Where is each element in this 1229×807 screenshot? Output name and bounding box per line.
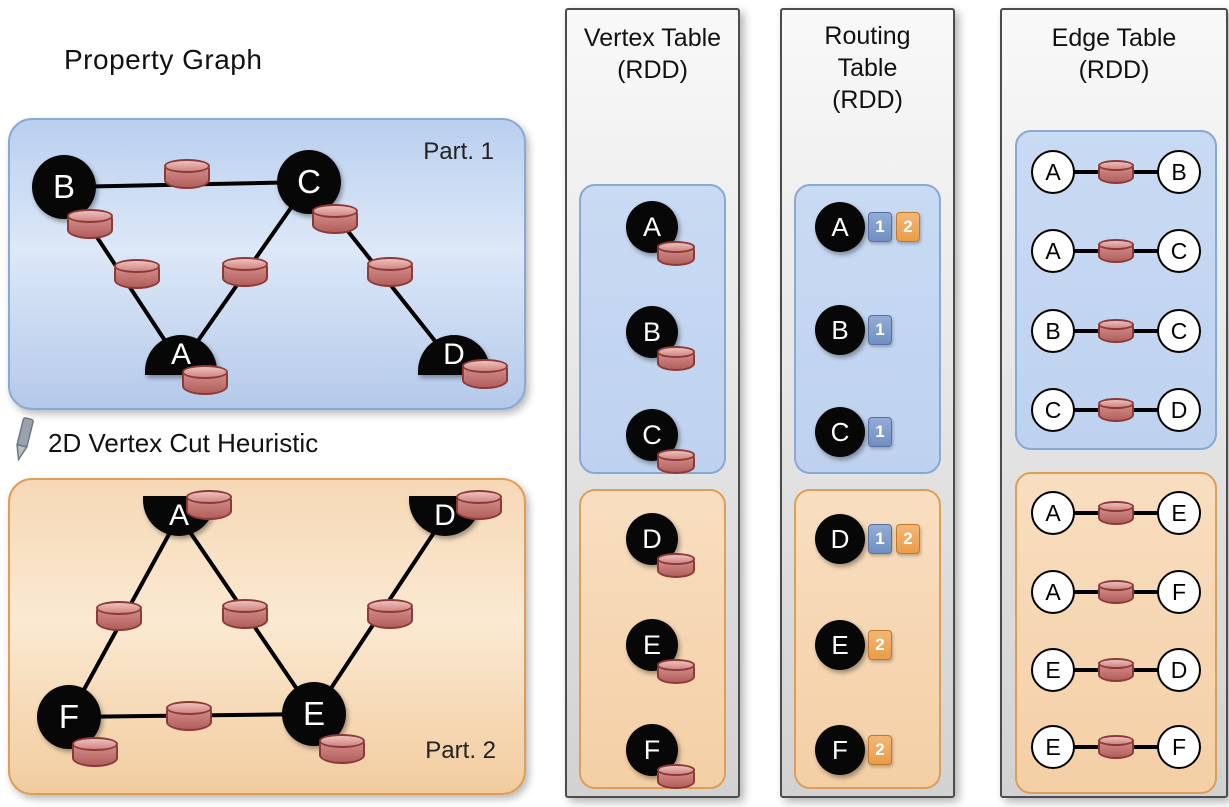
edge-row-B-C: B C	[1031, 307, 1201, 355]
edge-src-vertex: A	[1031, 229, 1075, 273]
edge-dst-vertex: C	[1157, 229, 1201, 273]
edge-property-cylinder-icon	[1098, 658, 1134, 683]
edge-row-A-C: A C	[1031, 227, 1201, 275]
routing-table-column: Routing Table (RDD) A 1 2 B 1 C 1 D 1 2 …	[780, 8, 955, 798]
edge-property-cylinder-icon	[1098, 398, 1134, 423]
vertex-property-cylinder-icon	[657, 346, 695, 371]
edge-dst-vertex: D	[1157, 388, 1201, 432]
routing-entry-A: A	[815, 202, 865, 252]
edge-property-cylinder-icon	[367, 257, 413, 287]
pencil-icon	[4, 414, 42, 470]
routing-badge-part1: 1	[868, 212, 892, 242]
edge-property-cylinder-icon	[1098, 239, 1134, 264]
edge-property-cylinder-icon	[1098, 501, 1134, 526]
title-line: Vertex Table	[583, 24, 722, 52]
vertex-property-cylinder-icon	[67, 209, 113, 239]
partition-2-box: Part. 2 A D F E	[8, 478, 526, 795]
edge-src-vertex: A	[1031, 570, 1075, 614]
partition-1-label: Part. 1	[423, 138, 494, 165]
vertex-table-entry-B: B	[626, 306, 678, 358]
edge-src-vertex: A	[1031, 150, 1075, 194]
edge-property-cylinder-icon	[164, 159, 210, 189]
title-line: Edge Table	[1051, 24, 1177, 52]
edge-src-vertex: E	[1031, 648, 1075, 692]
vertex-table-column: Vertex Table (RDD) A B C D E F	[565, 8, 740, 798]
vertex-table-entry-D: D	[626, 513, 678, 565]
vertex-table-title: Vertex Table (RDD)	[567, 22, 738, 86]
title-line: Routing	[824, 22, 911, 50]
title-line: (RDD)	[832, 86, 903, 114]
edge-dst-vertex: E	[1157, 491, 1201, 535]
vertex-property-cylinder-icon	[319, 734, 365, 764]
edge-src-vertex: E	[1031, 725, 1075, 769]
edge-src-vertex: C	[1031, 388, 1075, 432]
title-line: Table	[837, 54, 898, 82]
routing-badge-part1: 1	[868, 417, 892, 447]
graph-vertex-B: B	[32, 155, 96, 219]
routing-entry-E: E	[815, 620, 865, 670]
edge-property-cylinder-icon	[1098, 735, 1134, 760]
routing-badge-part1: 1	[868, 315, 892, 345]
edge-property-cylinder-icon	[166, 701, 212, 731]
edge-src-vertex: B	[1031, 309, 1075, 353]
edge-property-cylinder-icon	[1098, 160, 1134, 185]
routing-entry-D: D	[815, 514, 865, 564]
routing-entry-F: F	[815, 725, 865, 775]
title-line: (RDD)	[617, 56, 688, 84]
vertex-property-cylinder-icon	[657, 553, 695, 578]
edge-dst-vertex: D	[1157, 648, 1201, 692]
edge-row-A-F: A F	[1031, 568, 1201, 616]
routing-badge-part1: 1	[868, 524, 892, 554]
routing-badge-part2: 2	[868, 630, 892, 660]
heuristic-label: 2D Vertex Cut Heuristic	[48, 428, 319, 458]
vertex-property-cylinder-icon	[657, 659, 695, 684]
edge-property-cylinder-icon	[96, 601, 142, 631]
edge-property-cylinder-icon	[1098, 580, 1134, 605]
edge-row-A-B: A B	[1031, 148, 1201, 196]
edge-dst-vertex: C	[1157, 309, 1201, 353]
edge-property-cylinder-icon	[114, 259, 160, 289]
title-line: (RDD)	[1078, 56, 1150, 84]
edge-table-title: Edge Table (RDD)	[1002, 22, 1226, 86]
routing-entry-B: B	[815, 305, 865, 355]
edge-row-A-E: A E	[1031, 489, 1201, 537]
routing-entry-C: C	[815, 407, 865, 457]
vertex-property-cylinder-icon	[312, 204, 358, 234]
edge-row-C-D: C D	[1031, 386, 1201, 434]
edge-property-cylinder-icon	[222, 257, 268, 287]
routing-badge-part2: 2	[896, 524, 920, 554]
vertex-property-cylinder-icon	[657, 449, 695, 474]
edge-row-E-D: E D	[1031, 646, 1201, 694]
edge-property-cylinder-icon	[1098, 319, 1134, 344]
edge-dst-vertex: B	[1157, 150, 1201, 194]
edge-property-cylinder-icon	[222, 599, 268, 629]
vertex-property-cylinder-icon	[186, 490, 232, 520]
vertex-property-cylinder-icon	[182, 365, 228, 395]
edge-dst-vertex: F	[1157, 725, 1201, 769]
vertex-property-cylinder-icon	[657, 241, 695, 266]
routing-table-title: Routing Table (RDD)	[782, 20, 953, 116]
vertex-property-cylinder-icon	[657, 764, 695, 789]
vertex-table-entry-F: F	[626, 724, 678, 776]
edge-row-E-F: E F	[1031, 723, 1201, 771]
edge-table-column: Edge Table (RDD) A B A C B C C D	[1000, 8, 1228, 798]
partition-2-label: Part. 2	[425, 737, 496, 764]
edge-dst-vertex: F	[1157, 570, 1201, 614]
edge-property-cylinder-icon	[367, 599, 413, 629]
routing-badge-part2: 2	[896, 212, 920, 242]
page-title: Property Graph	[64, 44, 263, 75]
vertex-property-cylinder-icon	[72, 737, 118, 767]
edge-src-vertex: A	[1031, 491, 1075, 535]
vertex-property-cylinder-icon	[456, 490, 502, 520]
vertex-property-cylinder-icon	[462, 359, 508, 389]
routing-badge-part2: 2	[868, 735, 892, 765]
partition-1-box: Part. 1 B C A D	[8, 118, 526, 410]
